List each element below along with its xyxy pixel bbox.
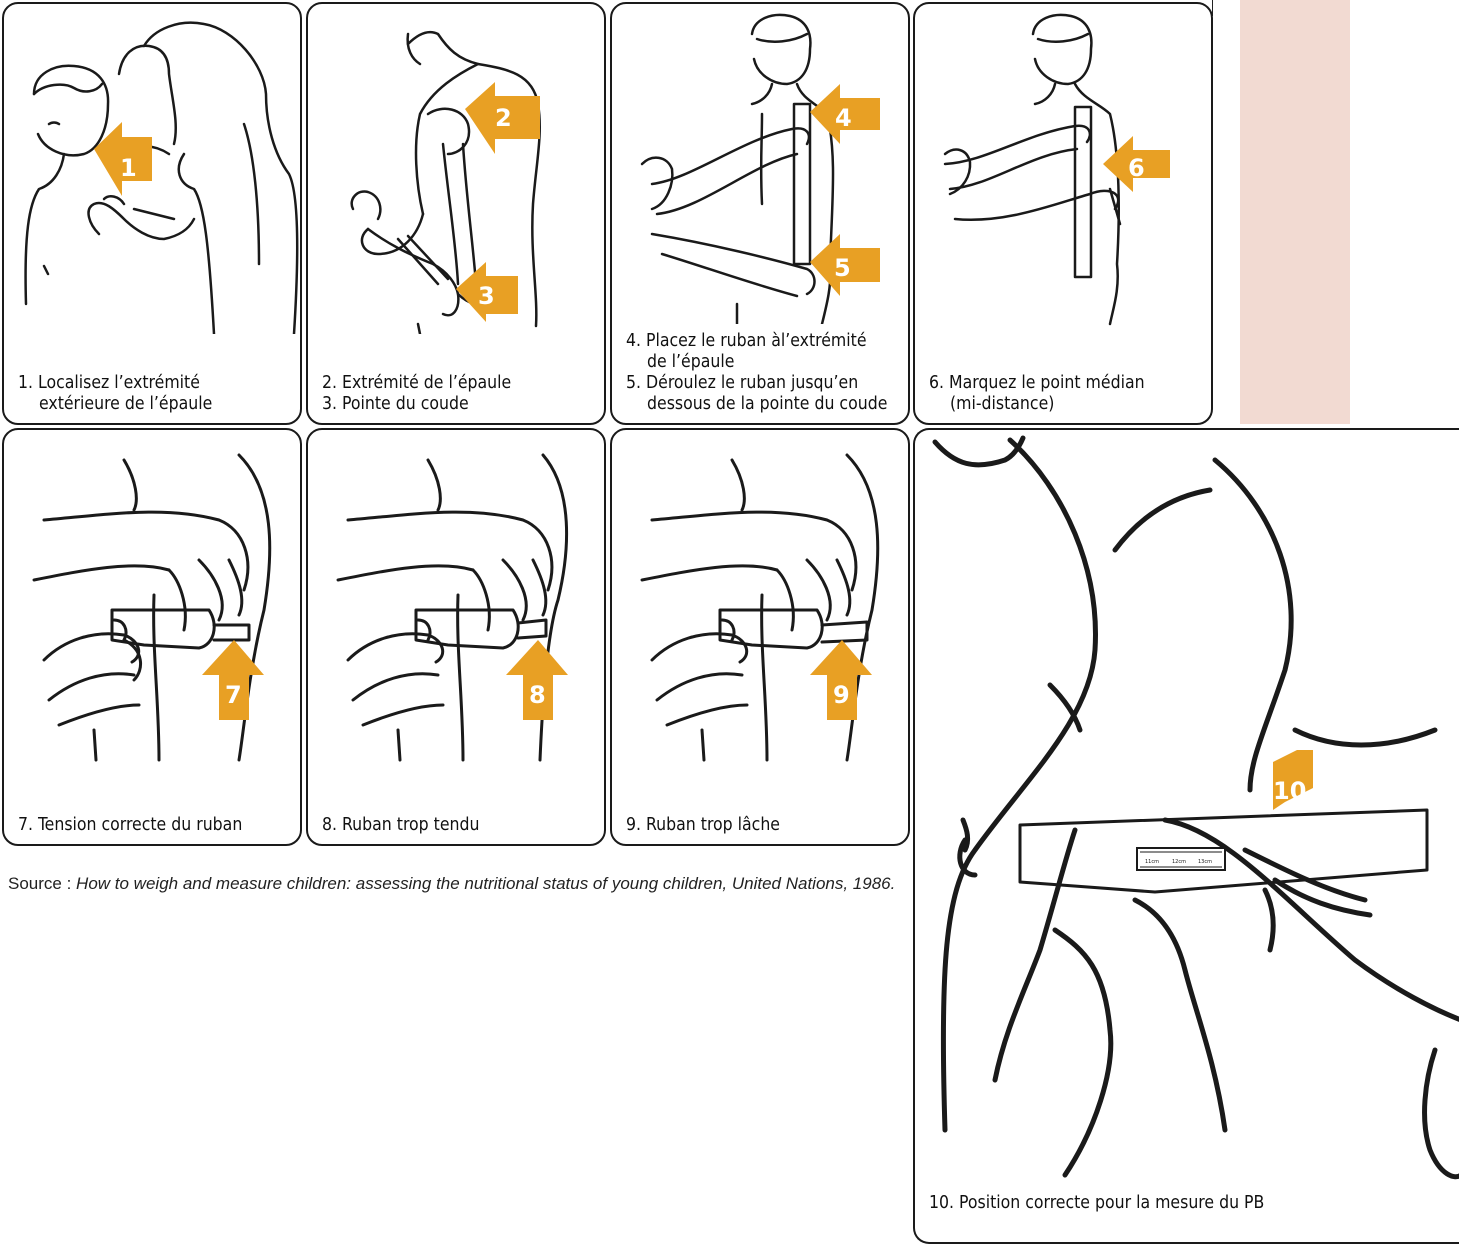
panel-step-4-5: 4 5 4. Placez le ruban àl’extrémité de l… — [610, 2, 910, 425]
arrow-label-4: 4 — [835, 104, 852, 132]
orange-arrows-4-5: 4 5 — [612, 4, 910, 334]
arrow-label-7: 7 — [225, 681, 242, 709]
arrow-label-8: 8 — [529, 681, 546, 709]
panel-step-9: 9 9. Ruban trop lâche — [610, 428, 910, 846]
panel-step-8: 8 8. Ruban trop tendu — [306, 428, 606, 846]
caption-line: 6. Marquez le point médian — [929, 373, 1203, 394]
caption-line: dessous de la pointe du coude — [626, 394, 900, 415]
caption-line: de l’épaule — [626, 352, 900, 373]
orange-arrow-9: 9 — [612, 430, 910, 770]
orange-arrow-10: 10 — [915, 430, 1459, 1180]
caption-line: 2. Extrémité de l’épaule — [322, 373, 596, 394]
caption-line: 1. Localisez l’extrémité — [18, 373, 292, 394]
orange-arrows-2-3: 2 3 — [308, 4, 606, 334]
caption-step-7: 7. Tension correcte du ruban — [18, 815, 292, 836]
panel-step-2-3: 2 3 2. Extrémité de l’épaule 3. Pointe d… — [306, 2, 606, 425]
caption-line: 9. Ruban trop lâche — [626, 815, 900, 836]
caption-line: 7. Tension correcte du ruban — [18, 815, 292, 836]
source-title: How to weigh and measure children: asses… — [76, 874, 895, 893]
caption-line: 4. Placez le ruban àl’extrémité — [626, 331, 900, 352]
orange-arrow-1: 1 — [4, 4, 302, 334]
panel-step-7: 7 7. Tension correcte du ruban — [2, 428, 302, 846]
caption-step-1: 1. Localisez l’extrémité extérieure de l… — [18, 373, 292, 415]
panel-step-10: 11cm 12cm 13cm 10 10. Position correcte … — [913, 428, 1459, 1244]
caption-step-6: 6. Marquez le point médian (mi-distance) — [929, 373, 1203, 415]
panel-step-6: 6 6. Marquez le point médian (mi-distanc… — [913, 2, 1213, 425]
arrow-label-2: 2 — [495, 104, 512, 132]
caption-step-10: 10. Position correcte pour la mesure du … — [929, 1193, 1455, 1214]
caption-line: 3. Pointe du coude — [322, 394, 596, 415]
caption-step-2-3: 2. Extrémité de l’épaule 3. Pointe du co… — [322, 373, 596, 415]
orange-arrow-7: 7 — [4, 430, 302, 770]
source-citation: Source : How to weigh and measure childr… — [8, 872, 898, 896]
caption-step-9: 9. Ruban trop lâche — [626, 815, 900, 836]
orange-arrow-8: 8 — [308, 430, 606, 770]
caption-line: 8. Ruban trop tendu — [322, 815, 596, 836]
arrow-label-5: 5 — [834, 254, 851, 282]
caption-line: extérieure de l’épaule — [18, 394, 292, 415]
orange-arrow-6: 6 — [915, 4, 1213, 334]
arrow-label-9: 9 — [833, 681, 850, 709]
caption-line: 10. Position correcte pour la mesure du … — [929, 1193, 1455, 1214]
caption-step-4-5: 4. Placez le ruban àl’extrémité de l’épa… — [626, 331, 900, 415]
arrow-label-10: 10 — [1273, 777, 1306, 805]
decorative-side-band — [1240, 0, 1350, 424]
caption-line: 5. Déroulez le ruban jusqu’en — [626, 373, 900, 394]
caption-line: (mi-distance) — [929, 394, 1203, 415]
panel-step-1: 1 1. Localisez l’extrémité extérieure de… — [2, 2, 302, 425]
caption-step-8: 8. Ruban trop tendu — [322, 815, 596, 836]
source-prefix: Source : — [8, 874, 76, 893]
arrow-label-6: 6 — [1128, 154, 1145, 182]
arrow-label-1: 1 — [120, 154, 137, 182]
arrow-label-3: 3 — [478, 282, 495, 310]
